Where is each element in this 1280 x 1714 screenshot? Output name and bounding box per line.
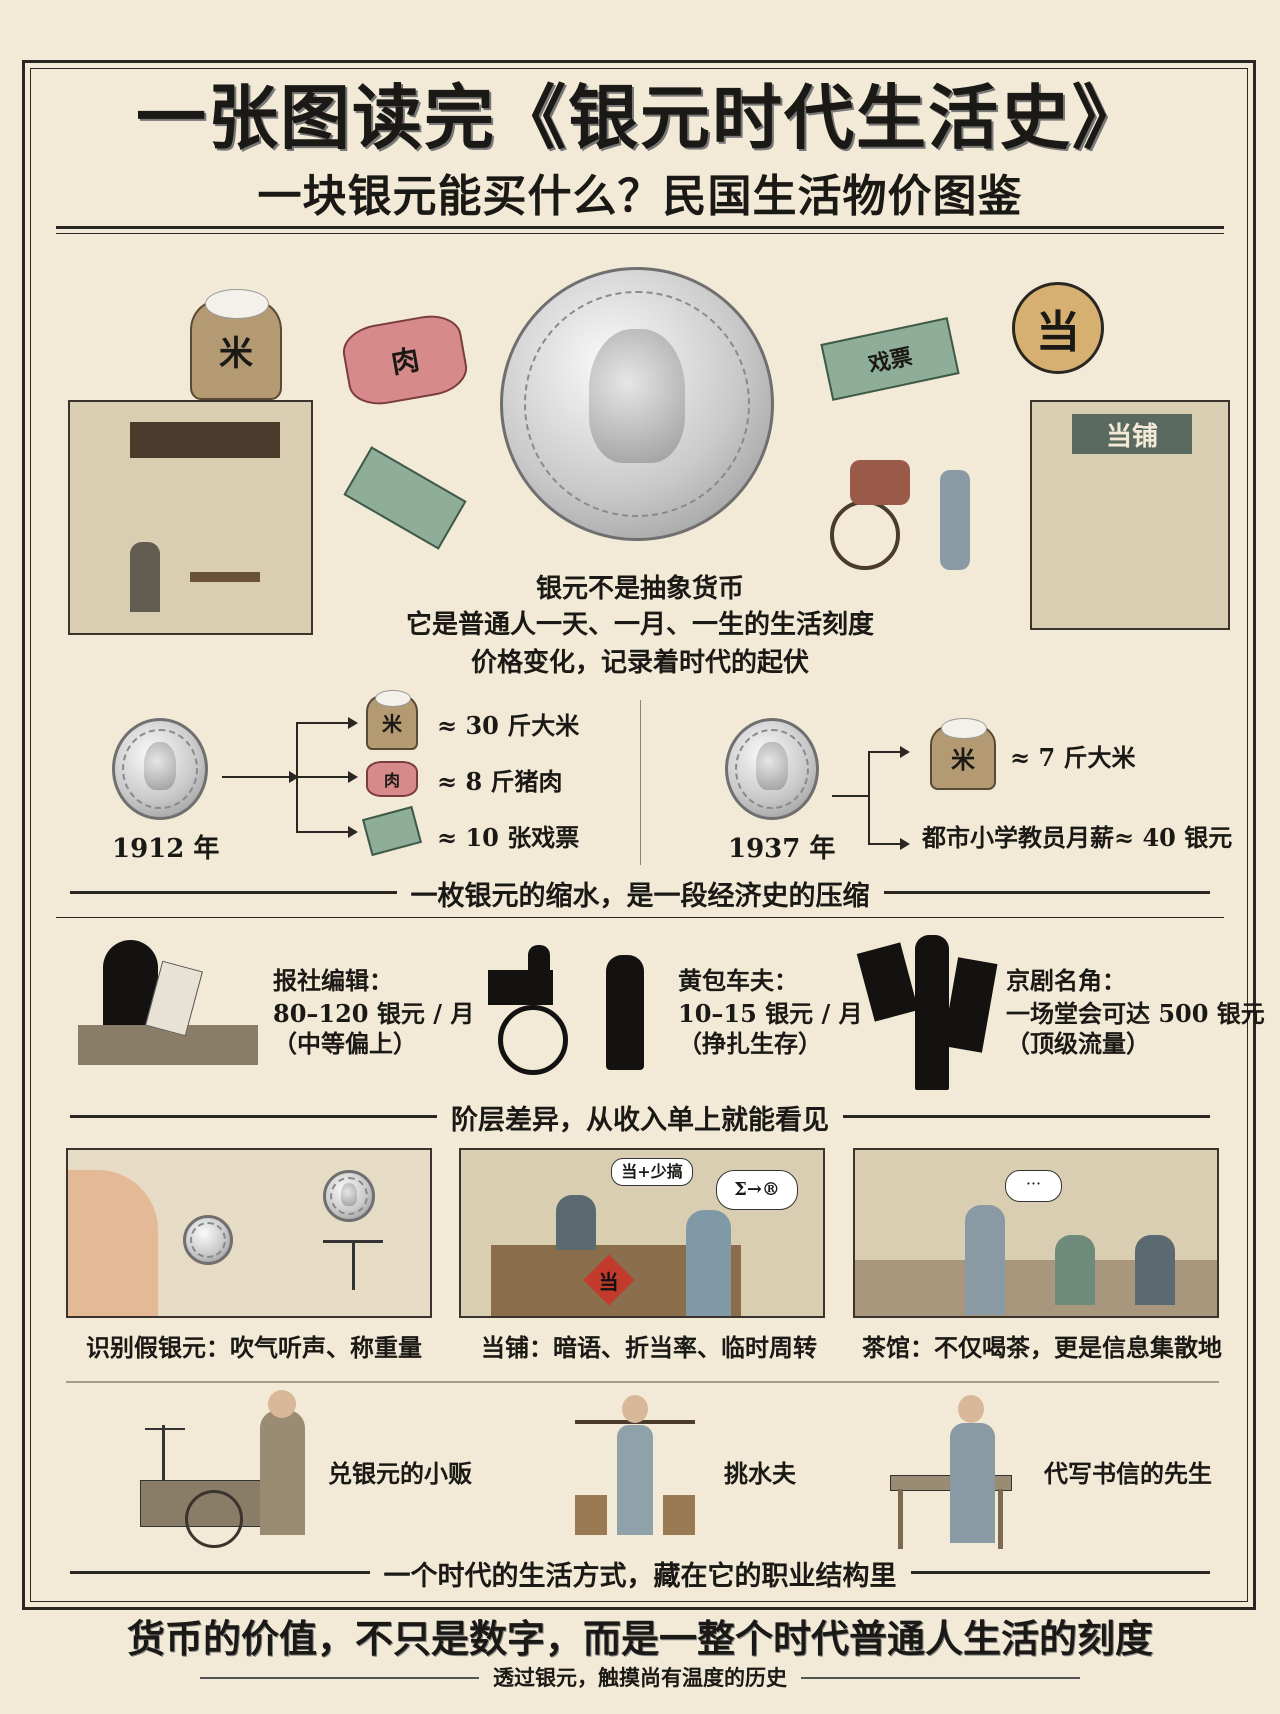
connector-1937 [832,795,869,797]
pawnshop-sign: 当铺 [1072,414,1192,454]
silver-dollar-coin [500,267,774,541]
arrow-salary-1937 [868,838,910,850]
letter-writer-illustration [890,1395,1025,1555]
rice-1912: ≈ 30 斤大米 [437,711,580,740]
trade-letter-writer: 代写书信的先生 [1044,1459,1212,1488]
comparison-divider [640,700,641,865]
editor-silhouette [78,940,263,1070]
pawnshop-illustration: 当铺 [1030,400,1230,630]
comparison-caption: 一枚银元的缩水，是一段经济史的压缩 [0,874,1280,913]
ticket-label: 戏票 [866,343,915,379]
arrow-tickets [296,826,358,838]
opera-star-silhouette [856,935,1000,1090]
speech-bubble: 当+少搞 [611,1158,693,1186]
income-note-editor: （中等偏上） [273,1029,417,1058]
trades-caption-text: 一个时代的生活方式，藏在它的职业结构里 [369,1561,911,1592]
section-divider [56,917,1224,918]
branch-line-1937 [868,751,870,844]
panel-caption-teahouse: 茶馆：不仅喝茶，更是信息集散地 [862,1333,1222,1362]
pork-icon-label: 肉 [383,771,400,790]
pawn-sign-label: 当 [599,1269,619,1294]
meat-label: 肉 [388,342,422,381]
trades-caption: 一个时代的生活方式，藏在它的职业结构里 [0,1554,1280,1593]
arrow-connector [222,771,299,783]
pawn-sign-label: 当 [1036,307,1080,358]
intro-line-3: 价格变化，记录着时代的起伏 [470,648,809,678]
panel-caption-pawnshop: 当铺：暗语、折当率、临时周转 [481,1333,817,1362]
header-rule-thin [56,233,1224,234]
tickets-1912: ≈ 10 张戏票 [437,823,580,852]
income-role-rickshaw: 黄包车夫： [678,966,798,995]
rice-bag-icon: 米 [366,689,418,750]
arrow-rice [296,717,358,729]
teahouse-illustration [68,400,313,635]
thought-bubble: Σ→® [716,1170,798,1210]
income-amount-editor: 80–120 银元 / 月 [273,999,475,1028]
inner-frame [30,68,1248,1602]
footer-headline: 货币的价值，不只是数字，而是一整个时代普通人生活的刻度 [126,1616,1153,1661]
income-amount-rickshaw: 10–15 银元 / 月 [678,999,863,1028]
coin-vendor-illustration [140,1390,325,1555]
panel-caption-fake-coin: 识别假银元：吹气听声、称重量 [86,1333,422,1362]
income-caption: 阶层差异，从收入单上就能看见 [0,1098,1280,1137]
pawn-sign-illustration: 当 [1012,282,1104,374]
year-1937: 1937 年 [728,834,836,864]
income-amount-opera: 一场堂会可达 500 银元 [1006,999,1265,1028]
page-title: 一张图读完《银元时代生活史》 [136,76,1144,159]
comparison-caption-text: 一枚银元的缩水，是一段经济史的压缩 [396,881,884,912]
income-note-opera: （顶级流量） [1006,1029,1150,1058]
rickshaw-illustration [830,460,980,600]
footer-tagline-text: 透过银元，触摸尚有温度的历史 [479,1665,801,1690]
page-subtitle: 一块银元能买什么？民国生活物价图鉴 [257,171,1023,222]
panel-teahouse: ··· [853,1148,1219,1318]
pork-1912: ≈ 8 斤猪肉 [437,767,563,796]
year-1912: 1912 年 [112,834,220,864]
coin-1912 [112,718,208,820]
rice-bag-illustration: 米 [190,288,282,400]
trade-coin-vendor: 兑银元的小贩 [328,1459,472,1488]
section-divider [66,1381,1219,1383]
trade-water-carrier: 挑水夫 [724,1459,796,1488]
pork-icon: 肉 [366,761,418,797]
intro-line-1: 银元不是抽象货币 [535,574,744,604]
rice-bag-icon-1937: 米 [930,718,996,790]
outer-frame [22,60,1256,1610]
rice-icon-label: 米 [382,712,402,736]
panel-pawnshop: 当 当+少搞 Σ→® [459,1148,825,1318]
rice-label: 米 [219,333,253,374]
chat-bubble-icon: ··· [1005,1170,1062,1202]
water-carrier-illustration [575,1395,695,1555]
arrow-rice-1937 [868,746,910,758]
panel-fake-coin [66,1148,432,1318]
arrow-pork [296,771,358,783]
rice-1937: ≈ 7 斤大米 [1010,743,1136,772]
income-role-opera: 京剧名角： [1006,966,1126,995]
income-role-editor: 报社编辑： [273,966,393,995]
rice-icon-label-1937: 米 [951,745,975,774]
income-caption-text: 阶层差异，从收入单上就能看见 [437,1105,843,1136]
footer-tagline: 透过银元，触摸尚有温度的历史 [0,1662,1280,1692]
rickshaw-silhouette [488,945,668,1075]
intro-line-2: 它是普通人一天、一月、一生的生活刻度 [405,610,874,640]
header-rule [56,226,1224,229]
income-note-rickshaw: （挣扎生存） [678,1029,822,1058]
coin-1937 [725,718,819,820]
salary-1937: 都市小学教员月薪≈ 40 银元 [922,823,1233,852]
